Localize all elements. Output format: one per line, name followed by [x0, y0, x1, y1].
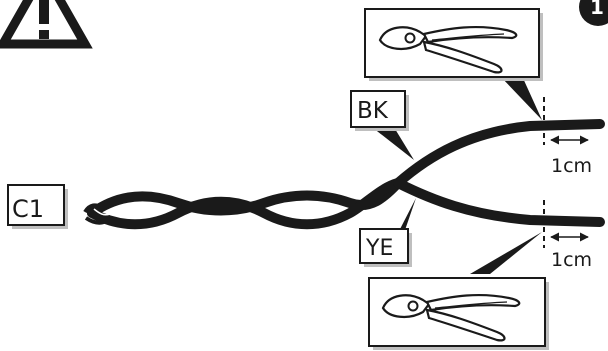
measurement-bottom: 1cm	[551, 249, 592, 271]
pointer-bk	[368, 124, 414, 160]
step-number-badge: 1	[579, 0, 608, 26]
wire-cutter-box-bottom	[368, 277, 549, 350]
wire-label-ye: YE	[365, 236, 393, 261]
twisted-cable	[83, 178, 403, 230]
wire-ye	[393, 178, 605, 227]
wire-label-bk: BK	[357, 98, 389, 124]
cable-label: C1	[12, 195, 44, 223]
wire-bk	[393, 119, 605, 188]
label-ye: YE	[359, 228, 412, 267]
pointer-cutter-bottom	[470, 232, 542, 274]
pointer-cutter-top	[500, 76, 542, 120]
label-bk: BK	[350, 90, 409, 131]
pointer-ye	[398, 198, 416, 233]
wire-cutter-box-top	[364, 8, 543, 81]
label-c1: C1	[7, 184, 68, 229]
measurement-top: 1cm	[551, 155, 592, 177]
step-number: 1	[590, 0, 604, 19]
warning-icon	[0, 0, 93, 49]
